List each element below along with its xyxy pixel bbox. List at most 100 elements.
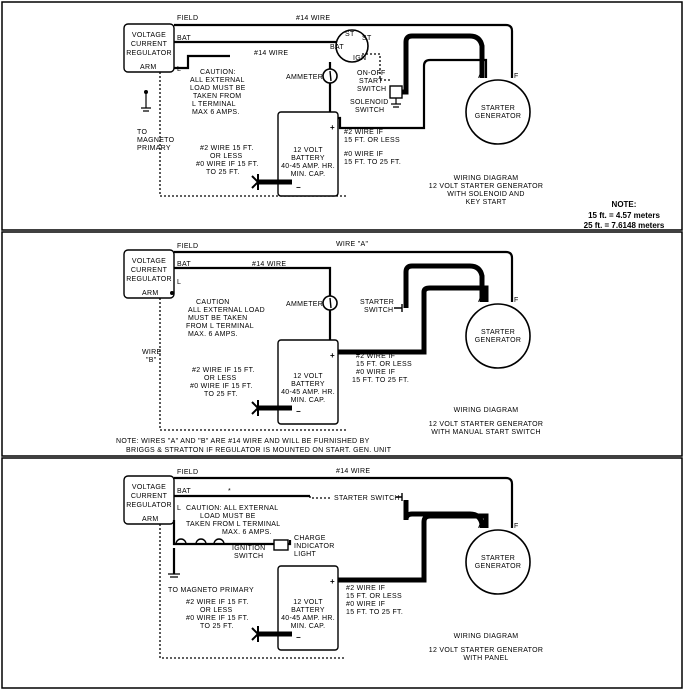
- solenoid: [389, 85, 403, 99]
- magneto-1: TO: [137, 129, 147, 136]
- caution-5: L TERMINAL: [192, 101, 236, 108]
- caution-1: CAUTION: [196, 299, 230, 306]
- gauge-right-1: #2 WIRE IF: [344, 129, 383, 136]
- battery-4: MIN. CAP.: [291, 397, 326, 404]
- gen-a-label: A: [478, 523, 483, 530]
- caution-3: MUST BE TAKEN: [188, 315, 248, 322]
- solenoid-1: SOLENOID: [350, 99, 389, 106]
- regulator-label-2: CURRENT: [131, 267, 168, 274]
- battery-1: 12 VOLT: [293, 373, 323, 380]
- title-2: 12 VOLT STARTER GENERATOR: [429, 647, 543, 654]
- heavy-cable-1: [403, 263, 485, 308]
- regulator-label-1: VOLTAGE: [132, 484, 166, 491]
- battery-4: MIN. CAP.: [291, 623, 326, 630]
- gauge-right-2: 15 FT. OR LESS: [344, 137, 400, 144]
- l-terminal-label: L: [177, 66, 181, 73]
- battery: [277, 111, 339, 197]
- footnote-2: BRIGGS & STRATTON IF REGULATOR IS MOUNTE…: [126, 447, 392, 454]
- gauge-left-3: #0 WIRE IF 15 FT.: [196, 161, 259, 168]
- note-line-2: 25 ft. = 7.6148 meters: [584, 221, 665, 230]
- gauge-right-4: 15 FT. TO 25 FT.: [346, 609, 403, 616]
- battery-plus: +: [330, 123, 335, 132]
- regulator-label-2: CURRENT: [131, 493, 168, 500]
- charge-2: INDICATOR: [294, 543, 335, 550]
- wire-b: [159, 298, 346, 431]
- magneto-3: PRIMARY: [137, 145, 171, 152]
- gauge-left-4: TO 25 FT.: [200, 623, 234, 630]
- battery: [277, 339, 339, 425]
- gauge-left-4: TO 25 FT.: [204, 391, 238, 398]
- regulator-label-2: CURRENT: [131, 41, 168, 48]
- title-3: WITH PANEL: [463, 655, 508, 662]
- battery-2: BATTERY: [291, 155, 325, 162]
- caution-5: MAX. 6 AMPS.: [188, 331, 238, 338]
- ignition-2: SWITCH: [234, 553, 263, 560]
- caution-3: LOAD MUST BE: [190, 85, 246, 92]
- caution-2: ALL EXTERNAL LOAD: [188, 307, 265, 314]
- panel-2-frame: [1, 231, 683, 457]
- title-1: WIRING DIAGRAM: [454, 407, 519, 414]
- field-terminal-label: FIELD: [177, 15, 198, 22]
- gen-f-label: F: [514, 297, 519, 304]
- regulator-label-3: REGULATOR: [126, 50, 172, 57]
- battery-2: BATTERY: [291, 381, 325, 388]
- gauge-left-1: #2 WIRE IF 15 FT.: [192, 367, 255, 374]
- starter-switch: [394, 304, 403, 312]
- battery-1: 12 VOLT: [293, 599, 323, 606]
- starter-generator: [465, 529, 531, 595]
- arm-terminal-label: ARM: [140, 64, 156, 71]
- battery-minus: −: [296, 183, 301, 192]
- title-1: WIRING DIAGRAM: [454, 175, 519, 182]
- magneto-2: MAGNETO: [137, 137, 175, 144]
- title-1: WIRING DIAGRAM: [454, 633, 519, 640]
- starter-switch-2: SWITCH: [364, 307, 393, 314]
- gauge-right-3: #0 WIRE IF: [344, 151, 383, 158]
- field-terminal-label: FIELD: [177, 469, 198, 476]
- battery-minus: −: [296, 407, 301, 416]
- field-terminal-label: FIELD: [177, 243, 198, 250]
- charge-1: CHARGE: [294, 535, 326, 542]
- gauge-left-2: OR LESS: [204, 375, 236, 382]
- magneto-label: TO MAGNETO PRIMARY: [168, 587, 254, 594]
- footnote-1: NOTE: WIRES "A" AND "B" ARE #14 WIRE AND…: [116, 438, 370, 445]
- charge-3: LIGHT: [294, 551, 317, 558]
- regulator-label-1: VOLTAGE: [132, 32, 166, 39]
- heavy-cable-2: [338, 513, 489, 583]
- key-st-label-alt: ST: [362, 35, 372, 42]
- solenoid-2: SWITCH: [355, 107, 384, 114]
- starter-switch-label: STARTER SWITCH: [334, 495, 400, 502]
- title-2: 12 VOLT STARTER GENERATOR: [429, 183, 543, 190]
- wire-b-1: WIRE: [142, 349, 162, 356]
- title-3: WITH SOLENOID AND: [447, 191, 524, 198]
- onoff-3: SWITCH: [357, 86, 386, 93]
- panel-1-frame: [1, 1, 683, 231]
- regulator-label-3: REGULATOR: [126, 502, 172, 509]
- gen-f-label: F: [514, 523, 519, 530]
- battery-3: 40-45 AMP. HR.: [281, 615, 335, 622]
- battery-plus: +: [330, 351, 335, 360]
- regulator-box: [123, 249, 175, 299]
- star-mark: *: [228, 488, 231, 495]
- key-switch: [335, 29, 369, 63]
- caution-2: LOAD MUST BE: [200, 513, 256, 520]
- key-bat-label: BAT: [330, 44, 344, 51]
- note-line-1: 15 ft. = 4.57 meters: [588, 211, 660, 220]
- note-head: NOTE:: [612, 200, 637, 209]
- generator-1: STARTER: [481, 555, 515, 562]
- wire-14-label-mid: #14 WIRE: [252, 261, 286, 268]
- bat-terminal-label: BAT: [177, 488, 191, 495]
- starter-switch: [396, 493, 403, 501]
- charge-light: [273, 539, 289, 551]
- gauge-right-3: #0 WIRE IF: [356, 369, 395, 376]
- generator-2: GENERATOR: [475, 113, 521, 120]
- gauge-right-2: 15 FT. OR LESS: [356, 361, 412, 368]
- gauge-right-1: #2 WIRE IF: [356, 353, 395, 360]
- regulator-label-3: REGULATOR: [126, 276, 172, 283]
- gauge-left-3: #0 WIRE IF 15 FT.: [186, 615, 249, 622]
- generator-1: STARTER: [481, 329, 515, 336]
- generator-2: GENERATOR: [475, 563, 521, 570]
- battery: [277, 565, 339, 651]
- bat-wire: [174, 266, 332, 296]
